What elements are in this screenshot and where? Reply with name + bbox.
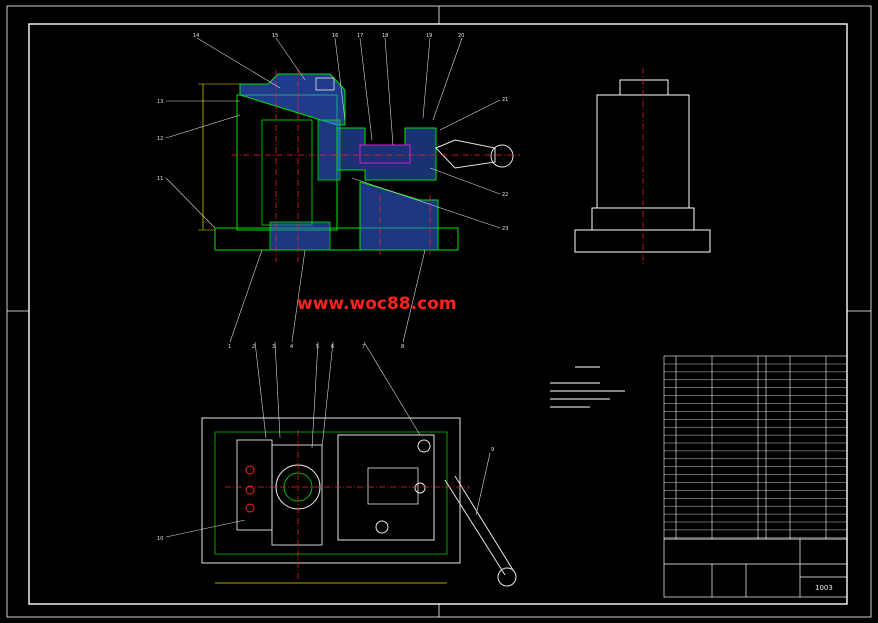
callout-7: 7 <box>362 344 365 350</box>
callout-20: 20 <box>458 33 464 39</box>
plan-view <box>201 417 517 587</box>
callout-19: 19 <box>426 33 432 39</box>
callout-numbers: 14 15 16 17 18 19 20 13 12 11 21 22 23 1… <box>157 33 508 542</box>
callout-21: 21 <box>502 97 508 103</box>
parts-list-rows <box>664 363 847 538</box>
callout-23: 23 <box>502 226 508 232</box>
callout-15: 15 <box>272 33 278 39</box>
callout-2: 2 <box>252 344 255 350</box>
parts-list <box>663 355 848 540</box>
callout-10: 10 <box>157 536 163 542</box>
callout-13: 13 <box>157 99 163 105</box>
title-block <box>663 538 848 598</box>
callout-9: 9 <box>491 447 494 453</box>
sheet-frame <box>6 5 872 618</box>
callout-leaders <box>165 37 501 538</box>
technical-requirements-notes <box>550 366 625 408</box>
callout-11: 11 <box>157 176 163 182</box>
callout-4: 4 <box>290 344 293 350</box>
side-view <box>574 68 711 265</box>
callout-3: 3 <box>272 344 275 350</box>
front-section-view <box>198 70 520 262</box>
callout-6: 6 <box>331 344 334 350</box>
callout-18: 18 <box>382 33 388 39</box>
callout-17: 17 <box>357 33 363 39</box>
drawing-number: 1003 <box>815 584 833 592</box>
callout-8: 8 <box>401 344 404 350</box>
callout-22: 22 <box>502 192 508 198</box>
callout-14: 14 <box>193 33 199 39</box>
callout-1: 1 <box>228 344 231 350</box>
callout-12: 12 <box>157 136 163 142</box>
watermark-text: www.woc88.com <box>297 294 457 314</box>
callout-5: 5 <box>316 344 319 350</box>
callout-16: 16 <box>332 33 338 39</box>
